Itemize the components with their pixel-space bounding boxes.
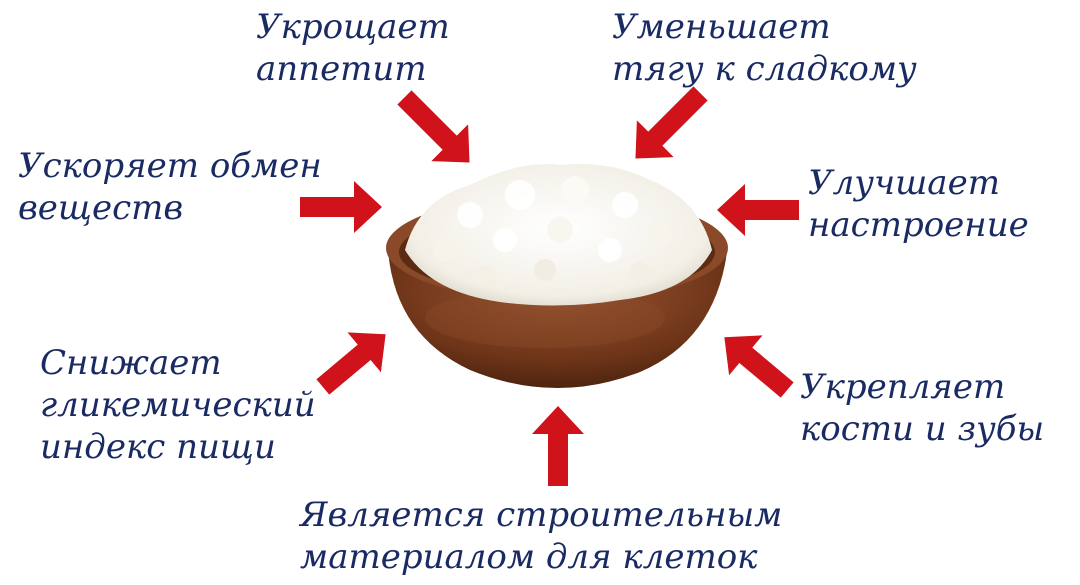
arrow-icon [717, 184, 799, 236]
cottage-cheese [405, 164, 712, 306]
arrow-icon [397, 90, 470, 163]
label-tame-appetite: Укрощает аппетит [256, 7, 450, 89]
label-lower-glycemic: Снижает гликемический индекс пищи [40, 343, 316, 467]
arrow-icon [532, 406, 584, 486]
label-reduce-sweets: Уменьшает тягу к сладкому [612, 7, 917, 89]
arrow-icon [724, 335, 794, 398]
label-improve-mood: Улучшает настроение [808, 163, 1029, 245]
label-building-material: Является строительным материалом для кле… [300, 495, 783, 577]
arrow-icon [316, 332, 386, 395]
label-strengthen-bones: Укрепляет кости и зубы [800, 367, 1045, 449]
label-speed-metabolism: Ускоряет обмен веществ [18, 146, 322, 228]
arrow-icon [300, 181, 382, 233]
arrow-icon [635, 86, 708, 159]
